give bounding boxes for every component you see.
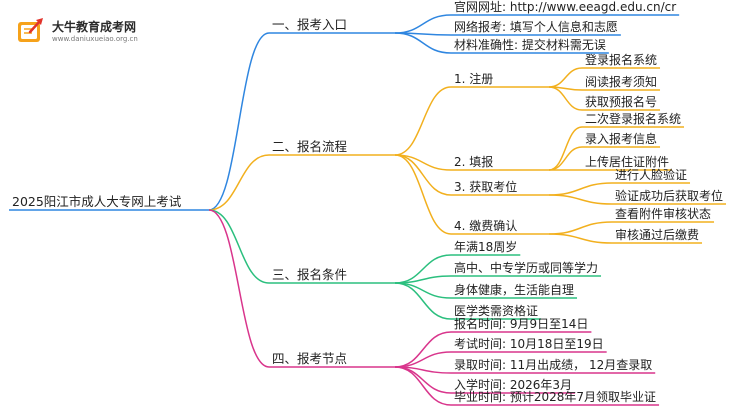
step-2-leaf-3: 上传居住证附件: [585, 154, 669, 169]
step-3-leaf-2: 验证成功后获取考位: [615, 188, 723, 203]
branch-3-leaf-3: 身体健康，生活能自理: [454, 282, 574, 297]
step-1-leaf-3: 获取预报名号: [585, 94, 657, 109]
edge-step-3-leaf-1: [548, 182, 613, 196]
edge-step-1-leaf-1: [548, 67, 583, 88]
step-1-leaf-1: 登录报名系统: [585, 52, 657, 67]
edge-branch-2-step-3: [394, 154, 452, 196]
edge-branch-1-leaf-1: [394, 14, 452, 34]
edge-branch-4-leaf-4: [394, 366, 452, 394]
branch-3-leaf-1: 年满18周岁: [454, 239, 517, 254]
branch-1-leaf-3: 材料准确性: 提交材料需无误: [454, 37, 606, 52]
branch-4-leaf-2: 考试时间: 10月18日至19日: [454, 336, 604, 351]
edge-root-branch-1: [208, 32, 270, 211]
step-2-leaf-2: 录入报考信息: [585, 131, 657, 146]
branch-2-label: 二、报名流程: [272, 139, 348, 154]
step-3-leaf-1: 进行人脸验证: [615, 167, 687, 182]
logo-url: www.daniuxueiao.org.cn: [52, 35, 138, 43]
root-topic: 2025阳江市成人大专网上考试: [12, 194, 182, 209]
step-4-label: 4. 缴费确认: [454, 218, 517, 233]
branch-4-leaf-3: 录取时间: 11月出成绩， 12月查录取: [454, 358, 652, 372]
edge-step-4-leaf-2: [548, 233, 613, 244]
site-logo: 大牛教育成考网 www.daniuxueiao.org.cn: [14, 14, 194, 48]
edge-branch-3-leaf-3: [394, 282, 452, 299]
mind-map-edges: [9, 14, 727, 406]
step-4-leaf-2: 审核通过后缴费: [615, 227, 699, 242]
branch-3-leaf-2: 高中、中专学历或同等学力: [454, 260, 598, 275]
branch-4-leaf-1: 报名时间: 9月9日至14日: [454, 316, 588, 331]
edge-root-branch-3: [208, 209, 270, 284]
step-4-leaf-1: 查看附件审核状态: [615, 206, 711, 221]
branch-1-leaf-2: 网络报考: 填写个人信息和志愿: [454, 19, 618, 34]
edge-step-1-leaf-3: [548, 86, 583, 111]
branch-1-leaf-1: 官网网址: http://www.eeagd.edu.cn/cr: [454, 0, 676, 14]
edge-branch-4-leaf-1: [394, 331, 452, 368]
edge-branch-3-leaf-2: [394, 275, 452, 284]
branch-1-label: 一、报考入口: [272, 17, 347, 32]
edge-branch-2-step-1: [394, 86, 452, 156]
branch-4-leaf-5: 毕业时间: 预计2028年7月领取毕业证: [454, 390, 656, 404]
branch-3-label: 三、报名条件: [272, 267, 347, 282]
branch-4-label: 四、报考节点: [272, 351, 347, 366]
edge-step-3-leaf-2: [548, 194, 613, 205]
step-1-label: 1. 注册: [454, 71, 493, 86]
edge-root-branch-4: [208, 209, 270, 368]
step-3-label: 3. 获取考位: [454, 179, 517, 194]
step-2-leaf-1: 二次登录报名系统: [585, 111, 681, 126]
step-2-label: 2. 填报: [454, 154, 493, 169]
edge-branch-3-leaf-4: [394, 282, 452, 320]
edge-branch-4-leaf-2: [394, 351, 452, 368]
edge-branch-2-step-4: [394, 154, 452, 235]
mind-map-nodes: 2025阳江市成人大专网上考试 一、报考入口 官网网址: http://www.ee…: [12, 0, 723, 404]
logo-title: 大牛教育成考网: [52, 20, 137, 34]
edge-root-branch-2: [208, 154, 270, 211]
step-1-leaf-2: 阅读报考须知: [585, 74, 657, 89]
edge-branch-4-leaf-5: [394, 366, 452, 406]
branch-4-leaf-4: 入学时间: 2026年3月: [454, 377, 572, 392]
book-pencil-logo-icon: [18, 18, 43, 42]
branch-3-leaf-4: 医学类需资格证: [454, 303, 538, 318]
edge-step-4-leaf-1: [548, 221, 613, 235]
edge-branch-1-leaf-3: [394, 32, 452, 54]
